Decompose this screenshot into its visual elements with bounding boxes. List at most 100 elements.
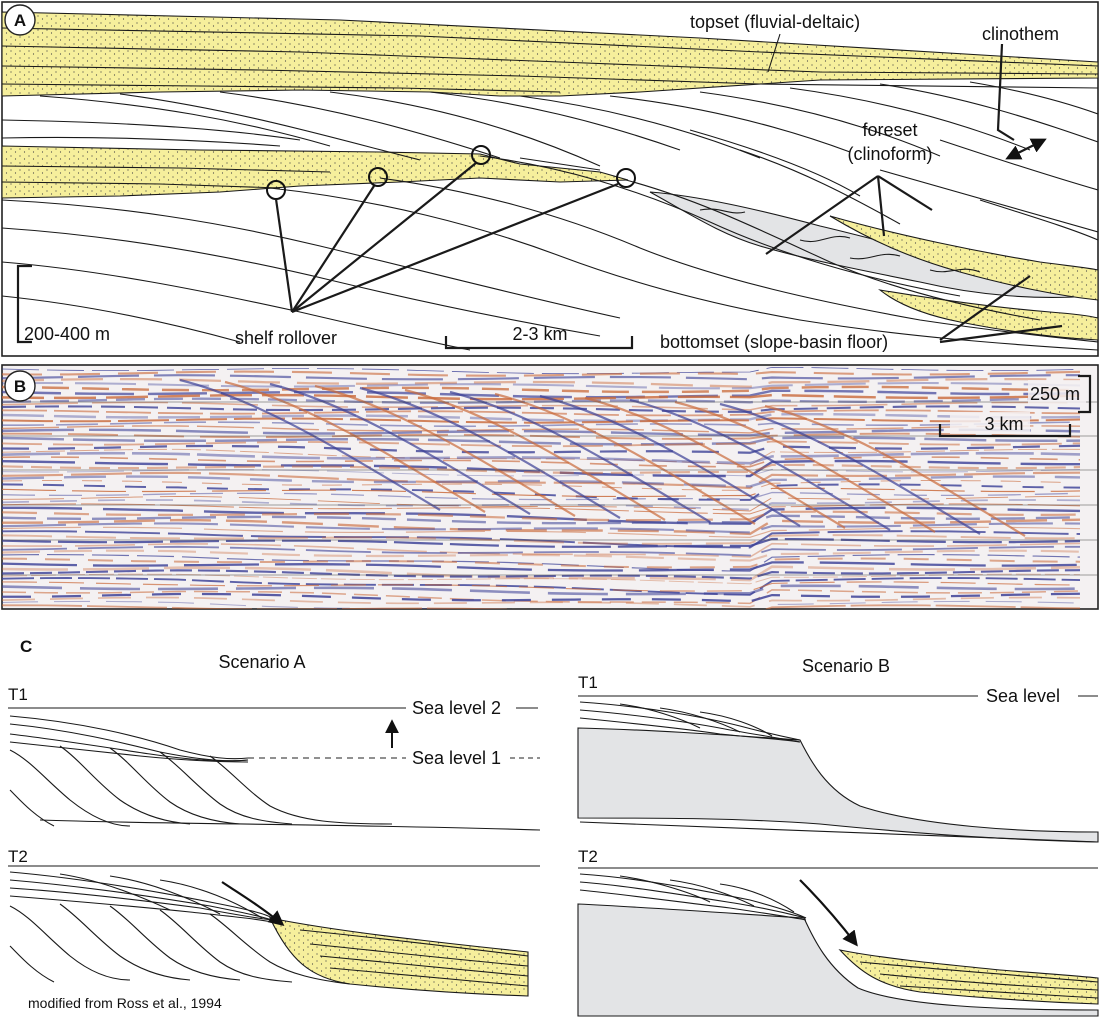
seismic-reflector	[2, 409, 1081, 417]
seismic-reflector	[2, 471, 1081, 490]
seismic-reflector	[2, 569, 1081, 580]
seismic-reflector	[2, 451, 1081, 465]
seismic-reflector	[2, 428, 1081, 437]
seismic-reflector	[2, 456, 1081, 468]
seismic-reflector	[2, 421, 1081, 428]
clinoform-lines	[2, 27, 1098, 351]
seismic-reflector	[2, 526, 1081, 538]
seismic-clinoform-reflector	[449, 390, 711, 523]
seismic-reflector	[2, 545, 1080, 557]
seismic-reflector	[2, 584, 1081, 596]
scenario-a: Scenario A T1 Sea level 2 Sea level 1	[8, 652, 541, 1011]
vertical-scale-bar-b	[1078, 374, 1092, 414]
vertical-scale-label-a: 200-400 m	[24, 324, 110, 344]
seismic-reflector	[2, 381, 1081, 390]
topset-label: topset (fluvial-deltaic)	[690, 12, 860, 32]
seismic-reflector	[2, 573, 1081, 585]
seismic-reflector	[2, 581, 1081, 592]
seismic-reflector	[2, 557, 1081, 569]
clinothem-leader	[996, 43, 1015, 141]
panel-b-letter-badge	[4, 370, 36, 402]
seismic-reflector	[2, 554, 1081, 572]
credit-text: modified from Ross et al., 1994	[28, 995, 222, 1011]
clinothem-label: clinothem	[982, 24, 1059, 44]
seismic-clinoform-reflector	[359, 386, 621, 519]
seismic-reflector	[2, 518, 1081, 536]
horizontal-scale-bg-b	[950, 412, 1030, 434]
seismic-clinoform-reflector	[404, 388, 666, 521]
scenario-a-sea-level-2-label: Sea level 2	[412, 698, 501, 718]
seismic-reflector	[2, 604, 1081, 609]
foreset-label-line2: (clinoform)	[847, 144, 932, 164]
scenario-a-sea-level-1-label: Sea level 1	[412, 748, 501, 768]
seismic-reflector	[2, 589, 1081, 605]
bottomset-sand-1	[829, 215, 1098, 301]
shelf-rollover-label: shelf rollover	[235, 328, 337, 348]
seismic-gridlines	[2, 401, 1098, 576]
scenario-a-t1-clinoforms	[9, 715, 541, 831]
seismic-reflector	[2, 444, 1081, 454]
seismic-reflector	[2, 463, 1081, 474]
scenario-a-t2-clinoforms	[9, 871, 529, 987]
scenario-b-title: Scenario B	[802, 656, 890, 676]
seismic-reflector	[2, 522, 1081, 534]
seismic-reflector	[2, 530, 1081, 549]
seismic-reflector	[2, 417, 1081, 424]
clinothem-thickness-arrow	[1005, 138, 1047, 160]
horizontal-scale-label-a: 2-3 km	[512, 324, 567, 344]
seismic-reflector	[2, 503, 1081, 515]
horizontal-scale-bar-a	[444, 336, 634, 350]
panel-c-scenarios: C Scenario A T1 Sea level 2 Sea level 1	[8, 637, 1099, 1017]
seismic-reflector	[2, 475, 1081, 488]
scenario-b: Scenario B T1 Sea level T2	[577, 656, 1099, 1017]
seismic-reflector	[2, 425, 1081, 434]
scenario-b-t2-sand-wedge	[838, 949, 1099, 1005]
scenario-b-t1-clinoforms	[579, 701, 1099, 843]
scenario-b-t2-shelf-body	[577, 903, 1099, 1017]
seismic-clinoform-reflector	[494, 392, 756, 525]
horizontal-scale-bar-b	[938, 424, 1072, 438]
seismic-clinoform-reflector	[269, 382, 531, 515]
scenario-b-t1-label: T1	[578, 673, 598, 692]
vertical-scale-bar-a	[16, 264, 32, 344]
seismic-reflector	[2, 600, 1081, 609]
scenario-a-t2-sand-wedge	[269, 917, 529, 997]
panel-b-letter: B	[14, 377, 26, 396]
scenario-a-t2-label: T2	[8, 847, 28, 866]
seismic-clinoform-reflector	[764, 404, 1026, 537]
seismic-clinoform-reflector	[674, 400, 936, 533]
scenario-a-sediment-bypass-arrow	[221, 881, 285, 926]
seismic-reflector	[2, 495, 1081, 512]
panel-b-seismic-section: B 250 m 3 km	[1, 364, 1099, 610]
seismic-reflector	[2, 549, 1081, 562]
vertical-scale-bg-b	[1028, 380, 1086, 404]
seismic-reflector	[2, 542, 1081, 558]
horizontal-scale-label-b: 3 km	[984, 414, 1023, 434]
seismic-reflector	[2, 393, 1081, 401]
seismic-reflector	[2, 385, 1081, 394]
seismic-reflectors	[2, 366, 1081, 609]
scenario-b-t2-clinoforms	[579, 873, 1099, 999]
seismic-reflector	[2, 596, 1081, 608]
foreset-leaders	[765, 175, 933, 255]
scenario-b-t2-label: T2	[578, 847, 598, 866]
panel-a-letter: A	[14, 11, 26, 30]
seismic-clinoform-reflector	[629, 398, 891, 531]
bottomset-label: bottomset (slope-basin floor)	[660, 332, 888, 352]
foreset-label-line1: foreset	[862, 120, 917, 140]
bottomset-leaders	[939, 275, 1063, 344]
seismic-reflector	[2, 412, 1081, 423]
panel-a-clinoform-schematic: A topset (fluvial-deltaic) clinothem for…	[1, 1, 1099, 357]
seismic-reflector	[2, 537, 1081, 548]
seismic-reflector	[2, 510, 1081, 522]
seismic-reflector	[2, 374, 1080, 381]
seismic-clinoform-reflector	[539, 394, 801, 527]
scenario-a-t1-label: T1	[8, 685, 28, 704]
seismic-reflector	[2, 459, 1080, 478]
seismic-clinoform-reflector	[224, 380, 486, 513]
seismic-reflector	[2, 448, 1081, 466]
seismic-reflector	[2, 436, 1081, 446]
seismic-reflector	[2, 479, 1081, 491]
topset-leader	[767, 33, 781, 73]
